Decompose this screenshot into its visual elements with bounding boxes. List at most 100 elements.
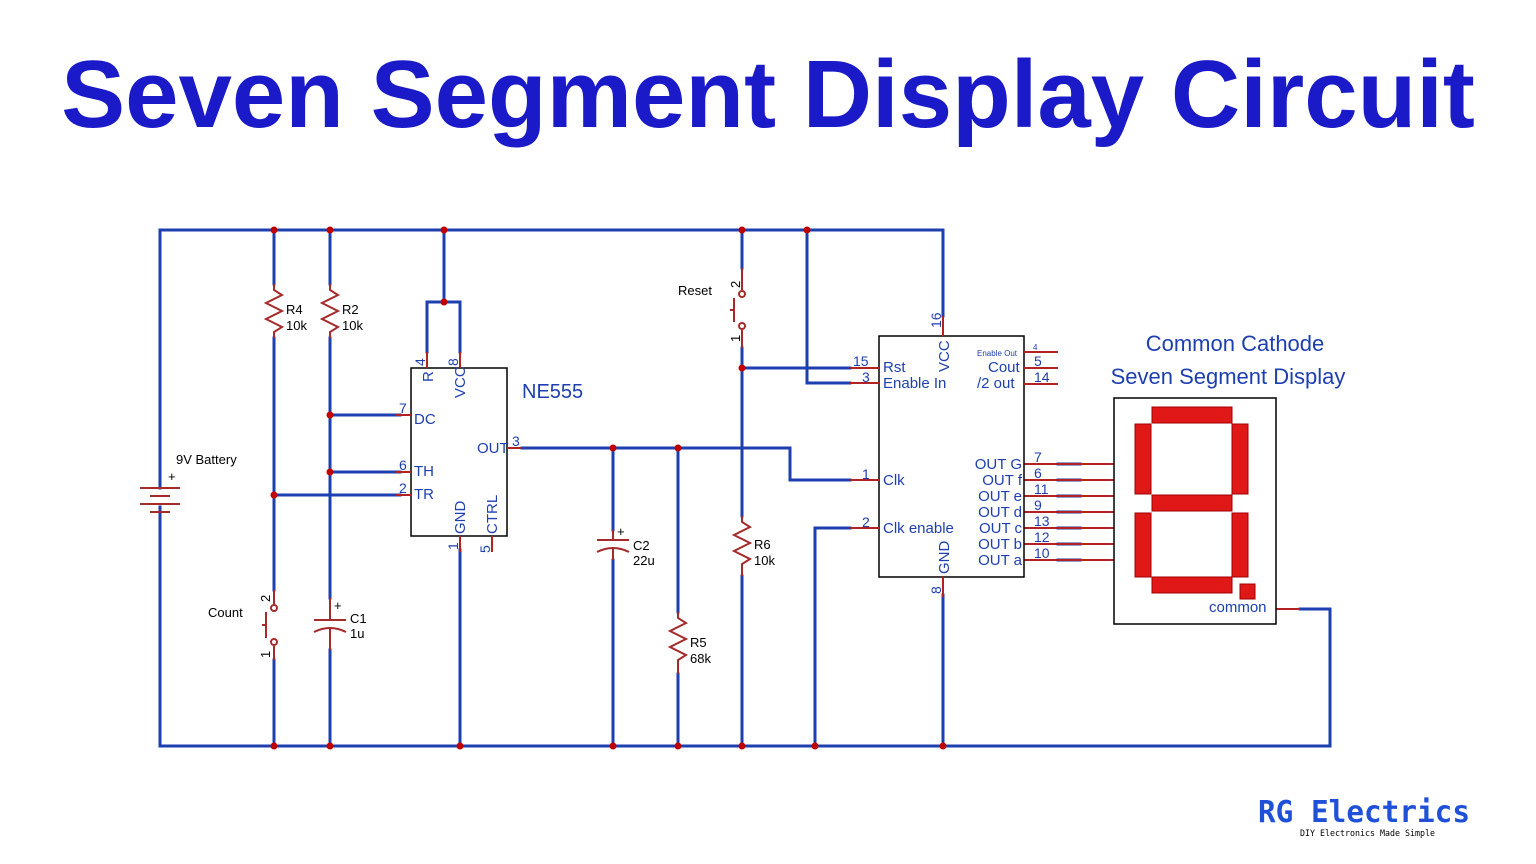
ne555-pin-out: OUT	[477, 440, 509, 457]
counter-output-pin-number: 11	[1034, 481, 1049, 497]
ne555-pin-th-num: 6	[399, 457, 407, 473]
counter-output-pin-number: 12	[1034, 529, 1050, 545]
segment-e	[1134, 512, 1152, 578]
brand-logo: RG Electrics DIY Electronics Made Simple	[1258, 795, 1470, 839]
segment-g	[1151, 494, 1233, 512]
r5-name: R5	[690, 635, 707, 650]
counter-pin-enable-in: Enable In	[883, 375, 946, 392]
brand-name: RG Electrics	[1258, 795, 1470, 830]
counter-pin-div2: /2 out	[977, 375, 1015, 392]
segment-c	[1231, 512, 1249, 578]
battery-plus: +	[168, 469, 176, 484]
counter-pin-enable-in-num: 3	[862, 369, 870, 385]
ne555-pin-vcc: VCC	[452, 366, 469, 398]
counter-chip: VCC 16 Rst 15 Enable In 3 Clk 1 Clk enab…	[850, 312, 1058, 597]
count-switch[interactable]: Count 2 1	[208, 590, 278, 660]
segment-a	[1151, 406, 1233, 424]
junction-dots	[270, 226, 947, 750]
counter-output-label: OUT f	[982, 472, 1023, 489]
counter-pin-rst-num: 15	[853, 353, 869, 369]
segment-f	[1134, 423, 1152, 495]
reset-switch-pin1: 1	[728, 335, 743, 342]
counter-output-pin-number: 6	[1034, 465, 1042, 481]
r6-value: 10k	[754, 553, 775, 568]
counter-output-label: OUT b	[978, 536, 1022, 553]
ne555-chip: NE555 R 4 VCC 8 DC 7 TH 6 TR 2 OUT 3 GND…	[396, 352, 583, 553]
resistor-r5: R5 68k	[667, 612, 711, 674]
segment-d	[1151, 576, 1233, 594]
reset-switch-label: Reset	[678, 283, 712, 298]
resistor-r4: R4 10k	[263, 284, 307, 338]
resistor-r2: R2 10k	[319, 284, 363, 338]
reset-switch[interactable]: Reset 2 1	[678, 268, 746, 348]
counter-pin-enable-out-num: 4	[1033, 343, 1038, 352]
r2-name: R2	[342, 302, 359, 317]
ne555-pin-r-num: 4	[412, 358, 428, 366]
counter-output-label: OUT c	[979, 520, 1023, 537]
ne555-pin-dc-num: 7	[399, 400, 407, 416]
counter-pin-gnd: GND	[936, 541, 953, 575]
ne555-name: NE555	[522, 381, 583, 403]
counter-pin-cout: Cout	[988, 359, 1021, 376]
counter-pin-vcc-num: 16	[928, 312, 944, 328]
battery-label: 9V Battery	[176, 452, 237, 467]
resistor-r6: R6 10k	[731, 516, 775, 576]
ne555-pin-out-num: 3	[512, 433, 520, 449]
c2-value: 22u	[633, 553, 655, 568]
r5-value: 68k	[690, 651, 711, 666]
counter-pin-clk-enable-num: 2	[862, 514, 870, 530]
reset-switch-pin2: 2	[728, 281, 743, 288]
counter-pin-vcc: VCC	[936, 340, 953, 372]
counter-pin-enable-out: Enable Out	[977, 349, 1018, 358]
c2-plus: +	[617, 524, 625, 539]
counter-pin-rst: Rst	[883, 359, 906, 376]
ne555-pin-dc: DC	[414, 411, 436, 428]
r4-name: R4	[286, 302, 303, 317]
display-caption-1: Common Cathode	[1146, 331, 1325, 356]
c1-value: 1u	[350, 626, 364, 641]
count-switch-pin2: 2	[258, 595, 273, 602]
counter-output-pin-number: 10	[1034, 545, 1050, 561]
counter-output-pin-number: 9	[1034, 497, 1042, 513]
ne555-pin-tr-num: 2	[399, 480, 407, 496]
ne555-pin-tr: TR	[414, 486, 434, 503]
counter-pin-clk: Clk	[883, 472, 905, 489]
display-caption-2: Seven Segment Display	[1111, 364, 1346, 389]
ne555-pin-gnd: GND	[452, 501, 469, 535]
count-switch-label: Count	[208, 605, 243, 620]
segment-dp	[1239, 583, 1256, 600]
ne555-pin-ctrl-num: 5	[477, 545, 493, 553]
seven-segment-display: Common Cathode Seven Segment Display com…	[1111, 331, 1346, 625]
counter-output-pin-number: 13	[1034, 513, 1050, 529]
c1-name: C1	[350, 611, 367, 626]
display-input-pins	[1024, 463, 1300, 610]
counter-output-label: OUT d	[978, 504, 1022, 521]
r2-value: 10k	[342, 318, 363, 333]
counter-pin-gnd-num: 8	[928, 586, 944, 594]
counter-pin-cout-num: 5	[1034, 353, 1042, 369]
segment-b	[1231, 423, 1249, 495]
capacitor-c1: + C1 1u	[313, 598, 367, 650]
count-switch-pin1: 1	[258, 651, 273, 658]
capacitor-c2: + C2 22u	[596, 524, 655, 568]
ne555-pin-gnd-num: 1	[445, 542, 461, 550]
ne555-pin-vcc-num: 8	[445, 358, 461, 366]
counter-pin-clk-enable: Clk enable	[883, 520, 954, 537]
brand-tagline: DIY Electronics Made Simple	[1300, 829, 1435, 839]
display-common-label: common	[1209, 599, 1267, 616]
counter-pin-clk-num: 1	[862, 466, 870, 482]
counter-output-label: OUT a	[978, 552, 1023, 569]
ne555-pin-r: R	[420, 371, 437, 382]
battery-symbol: 9V Battery +	[140, 452, 237, 513]
ne555-pin-ctrl: CTRL	[484, 495, 501, 534]
c1-plus: +	[334, 598, 342, 613]
ne555-pin-th: TH	[414, 463, 434, 480]
counter-output-pin-number: 7	[1034, 449, 1042, 465]
r6-name: R6	[754, 537, 771, 552]
counter-output-label: OUT G	[975, 456, 1022, 473]
counter-output-label: OUT e	[978, 488, 1022, 505]
counter-pin-div2-num: 14	[1034, 369, 1050, 385]
page-title: Seven Segment Display Circuit	[61, 41, 1475, 148]
c2-name: C2	[633, 538, 650, 553]
